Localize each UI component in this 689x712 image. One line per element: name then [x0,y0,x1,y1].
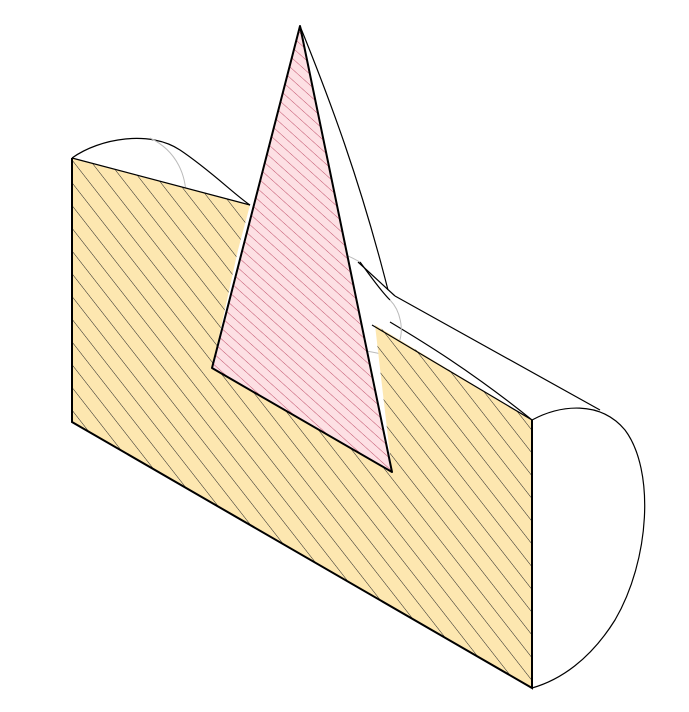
cylinder-section-face-fill [72,158,532,688]
cone [211,25,393,473]
cylinder-section-top-edge-right [371,324,533,421]
cone-silhouette-edge [299,25,389,291]
cone-section-face [211,25,393,473]
cylinder-section-face [71,157,533,690]
cylinder-section-top-edge [71,157,251,206]
cylinder-back-arc [71,137,251,206]
cone-surface-sliver [359,261,391,301]
cylinder-section-face-outline [71,158,533,690]
cylinder-right-end-arc [531,407,646,689]
cylinder-top-ridge-right [394,295,601,411]
